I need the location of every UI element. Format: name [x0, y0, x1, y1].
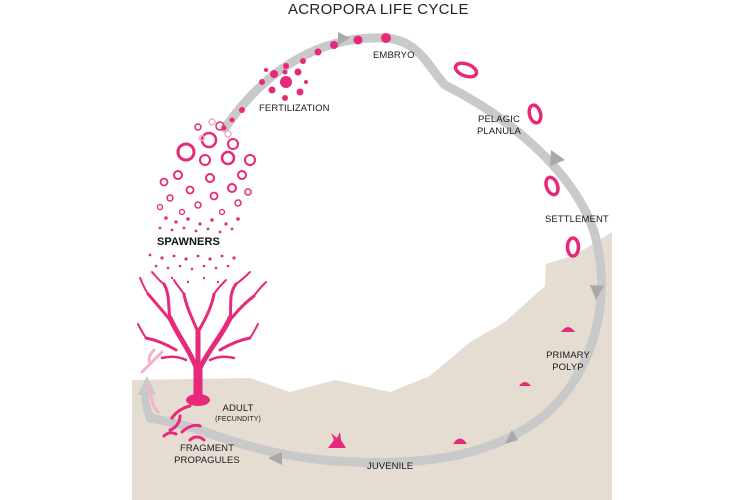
diagram-title: ACROPORA LIFE CYCLE — [288, 1, 469, 18]
stage-label-embryo: EMBRYO — [373, 50, 415, 61]
stage-label-fertilization: FERTILIZATION — [259, 103, 330, 114]
gamete-cloud-specks — [148, 216, 240, 284]
gamete-cloud-rings — [156, 121, 256, 216]
adult-coral-base — [186, 394, 210, 406]
seafloor — [132, 232, 612, 500]
polyps — [328, 327, 575, 448]
fertilization-dots — [221, 33, 391, 131]
faded-fragment — [140, 348, 164, 414]
pelagic-line-2: PLANULA — [477, 126, 521, 137]
fragment-propagules — [162, 404, 206, 442]
adult-coral — [137, 271, 267, 403]
stage-label-settlement: SETTLEMENT — [545, 214, 609, 225]
fragment-line-2: PROPAGULES — [174, 455, 240, 466]
adult-line: ADULT — [222, 403, 254, 414]
pelagic-line-1: PELAGIC — [478, 114, 520, 125]
stage-label-juvenile: JUVENILE — [367, 461, 414, 472]
fragment-line-1: FRAGMENT — [179, 443, 235, 454]
primary-line-1: PRIMARY — [546, 350, 590, 361]
planula-larvae — [453, 61, 581, 258]
stage-label-fragment-propagules: FRAGMENT PROPAGULES — [168, 443, 246, 467]
adult-fecundity-note: (FECUNDITY) — [215, 416, 261, 423]
fertilization-cluster — [259, 63, 308, 101]
stage-label-spawners: SPAWNERS — [157, 236, 220, 248]
stage-label-primary-polyp: PRIMARY POLYP — [540, 350, 596, 374]
direction-chevrons — [268, 32, 604, 465]
stage-label-pelagic-planula: PELAGIC PLANULA — [472, 114, 526, 138]
primary-line-2: POLYP — [552, 362, 584, 373]
stage-label-adult: ADULT (FECUNDITY) — [208, 403, 268, 424]
gamete-cloud-faint — [198, 118, 232, 142]
